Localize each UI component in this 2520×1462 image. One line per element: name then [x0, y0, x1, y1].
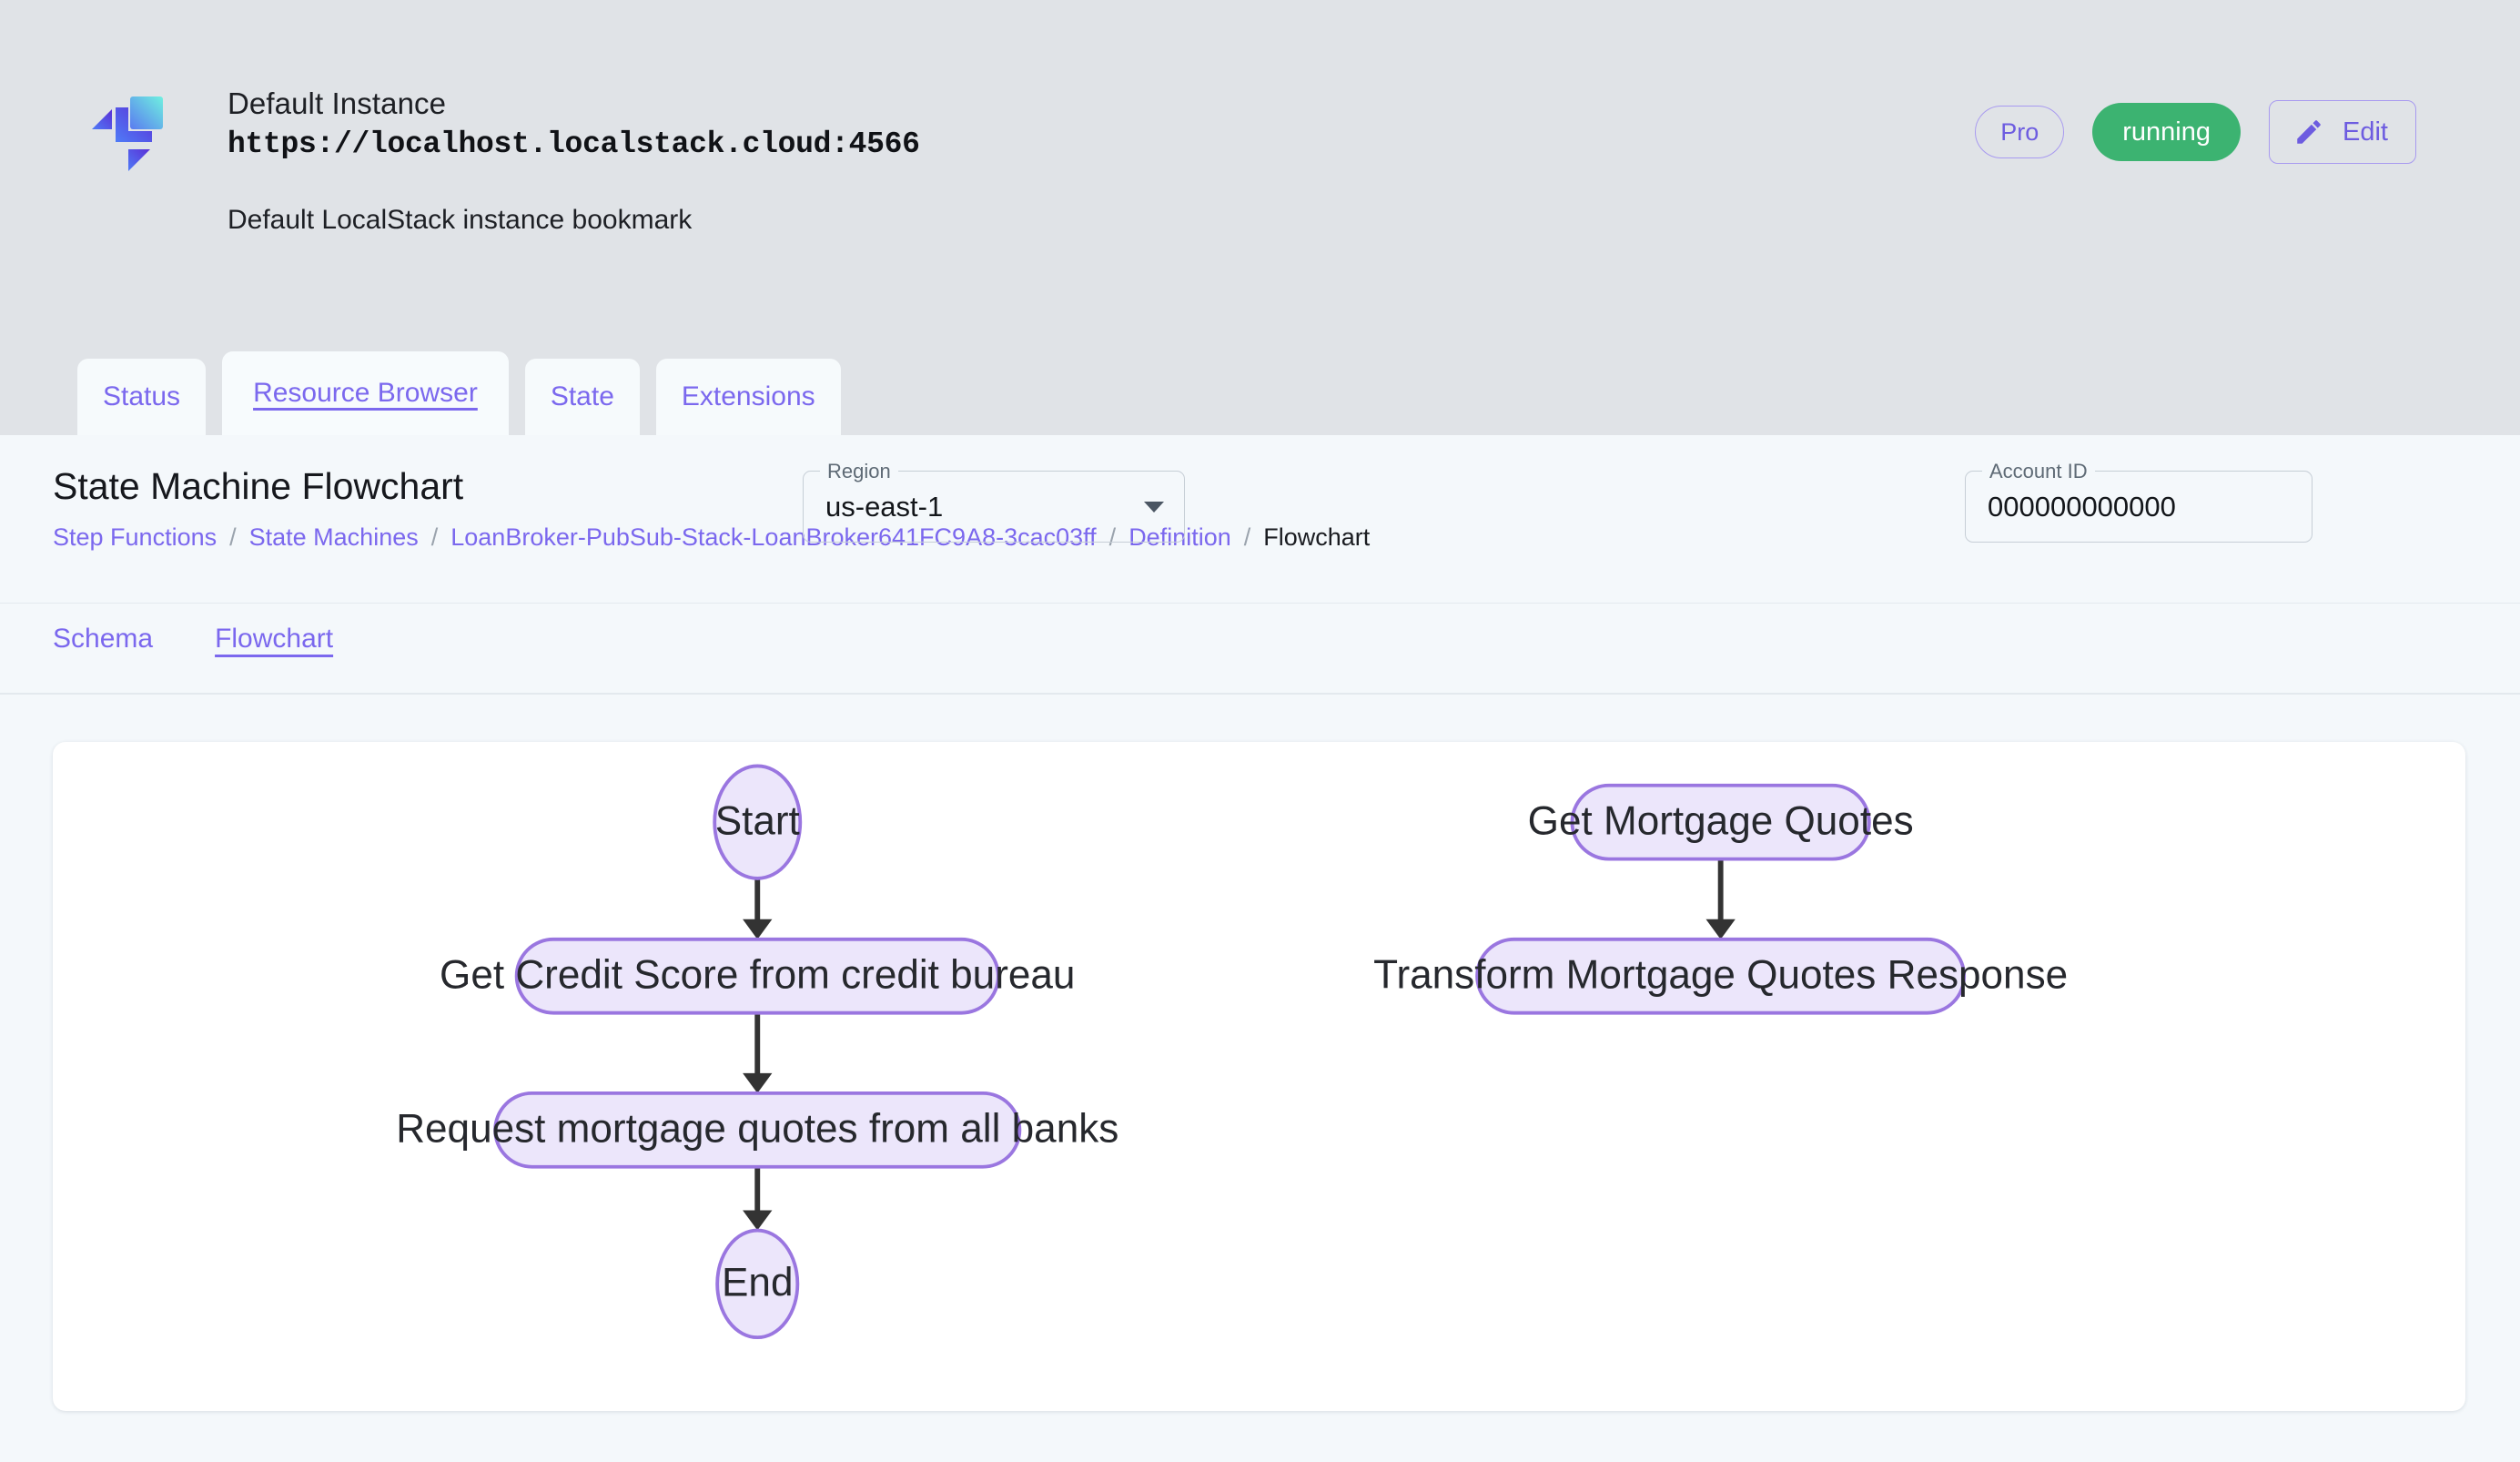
- flow-node-shape: [1570, 783, 1871, 861]
- flow-edge-arrowhead: [1705, 919, 1736, 939]
- status-badge: running: [2092, 103, 2242, 161]
- flow-node-shape: [1475, 937, 1967, 1015]
- flow-node-label: Get Credit Score from credit bureau: [440, 952, 1075, 997]
- breadcrumb-item-state-machine-name[interactable]: LoanBroker-PubSub-Stack-LoanBroker641FC9…: [450, 523, 1097, 551]
- page-header-row: State Machine Flowchart Step Functions /…: [0, 435, 2520, 604]
- subtab-divider: [0, 693, 2520, 695]
- flow-node-shape: [715, 1228, 800, 1340]
- flow-node-label: Get Mortgage Quotes: [1528, 798, 1914, 843]
- breadcrumb-item-state-machines[interactable]: State Machines: [248, 523, 419, 551]
- header-controls: Pro running Edit: [1975, 100, 2416, 164]
- flow-node-label: Start: [715, 798, 800, 843]
- tab-state-label: State: [550, 381, 614, 411]
- instance-description: Default LocalStack instance bookmark: [228, 205, 693, 235]
- breadcrumb-separator: /: [1108, 523, 1117, 551]
- region-select[interactable]: Region us-east-1: [803, 460, 1185, 543]
- flow-edge-arrowhead: [743, 1210, 773, 1231]
- flow-node-start[interactable]: Start: [713, 764, 803, 880]
- flow-node-transform[interactable]: Transform Mortgage Quotes Response: [1373, 937, 2068, 1015]
- edit-button[interactable]: Edit: [2269, 100, 2416, 164]
- flow-edge: [1705, 858, 1736, 939]
- region-value: us-east-1: [825, 490, 944, 523]
- flow-node-shape: [713, 764, 803, 880]
- instance-header: Default Instance https://localhost.local…: [0, 0, 2520, 435]
- tab-resource-browser[interactable]: Resource Browser: [222, 351, 509, 435]
- pencil-icon: [2293, 117, 2324, 147]
- localstack-logo-icon: [86, 87, 170, 171]
- page-title: State Machine Flowchart: [53, 465, 464, 507]
- flow-node-end[interactable]: End: [715, 1228, 800, 1340]
- subtab-flowchart[interactable]: Flowchart: [215, 624, 334, 654]
- tab-status-label: Status: [103, 381, 181, 411]
- flow-edge: [743, 1166, 773, 1231]
- instance-name: Default Instance: [228, 86, 447, 120]
- account-id-value: 000000000000: [1988, 490, 2176, 523]
- flow-edge: [743, 1012, 773, 1093]
- breadcrumb-separator: /: [229, 523, 237, 551]
- flow-node-getquotes[interactable]: Get Mortgage Quotes: [1528, 783, 1914, 861]
- flow-edge: [743, 878, 773, 939]
- pro-badge[interactable]: Pro: [1975, 106, 2065, 158]
- flow-node-shape: [493, 1091, 1022, 1169]
- instance-url: https://localhost.localstack.cloud:4566: [228, 127, 920, 161]
- flow-edge-arrowhead: [743, 919, 773, 939]
- region-label: Region: [820, 460, 898, 483]
- flow-node-request[interactable]: Request mortgage quotes from all banks: [396, 1091, 1118, 1169]
- flow-node-label: End: [722, 1260, 793, 1305]
- flow-node-label: Request mortgage quotes from all banks: [396, 1106, 1118, 1151]
- instance-text-block: Default Instance https://localhost.local…: [228, 84, 920, 239]
- tab-state[interactable]: State: [524, 359, 640, 435]
- breadcrumb-separator: /: [430, 523, 439, 551]
- subtab-schema[interactable]: Schema: [53, 624, 154, 654]
- flow-node-label: Transform Mortgage Quotes Response: [1373, 952, 2068, 997]
- account-id-input[interactable]: Account ID 000000000000: [1965, 460, 2313, 543]
- flow-node-shape: [514, 937, 1000, 1015]
- edit-button-label: Edit: [2343, 117, 2388, 147]
- breadcrumb-item-flowchart: Flowchart: [1263, 523, 1371, 551]
- flow-edge-arrowhead: [743, 1072, 773, 1093]
- breadcrumb-separator: /: [1243, 523, 1251, 551]
- tab-extensions-label: Extensions: [681, 381, 815, 411]
- main-tab-bar: Status Resource Browser State Extensions: [77, 351, 841, 435]
- chevron-down-icon[interactable]: [1144, 501, 1164, 513]
- tab-status[interactable]: Status: [77, 359, 207, 435]
- tab-resource-browser-label: Resource Browser: [253, 378, 478, 408]
- tab-extensions[interactable]: Extensions: [655, 359, 841, 435]
- breadcrumb-item-step-functions[interactable]: Step Functions: [53, 523, 218, 551]
- flow-node-credit[interactable]: Get Credit Score from credit bureau: [440, 937, 1075, 1015]
- sub-tab-bar: Schema Flowchart: [53, 621, 333, 657]
- instance-summary: Default Instance https://localhost.local…: [86, 84, 920, 239]
- breadcrumb: Step Functions / State Machines / LoanBr…: [53, 522, 1370, 553]
- account-id-label: Account ID: [1982, 460, 2095, 483]
- resource-browser-content: State Machine Flowchart Step Functions /…: [0, 435, 2520, 1462]
